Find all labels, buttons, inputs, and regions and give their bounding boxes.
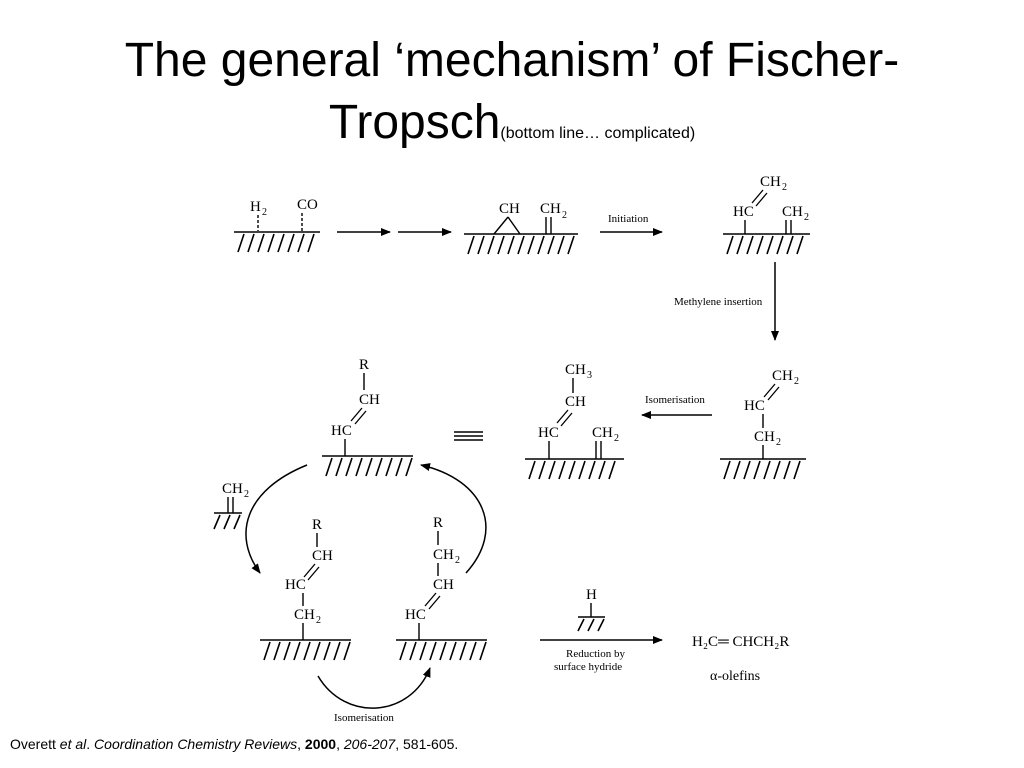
surface-ch-ch2: CH CH 2 (464, 201, 578, 255)
allyl-hc-label: HC (744, 398, 765, 414)
h2-subscript: 2 (262, 207, 267, 218)
ch-label: CH (499, 201, 520, 217)
citation-authors: Overett (10, 736, 60, 752)
methylene-ch2-subscript: 2 (244, 489, 249, 500)
citation-journal: Coordination Chemistry Reviews (94, 736, 298, 752)
metal-surface-7 (213, 512, 242, 530)
cycle-right-double-bond (424, 592, 441, 610)
citation-comma-1: , (297, 736, 305, 752)
surface-ch2-label: CH (782, 204, 803, 220)
metal-surface-1 (234, 231, 320, 253)
cycle-left-hc-label: HC (285, 577, 306, 593)
citation-year: 2000 (304, 736, 337, 752)
cycle-left-ch-label: CH (312, 548, 333, 564)
cycle-arrow-right (420, 463, 487, 574)
citation-period: . (86, 736, 95, 752)
alkenyl-r-label: R (359, 357, 369, 373)
cycle-right-ch2-subscript: 2 (455, 555, 460, 566)
metal-surface-8 (260, 639, 351, 661)
metal-surface-5 (525, 458, 624, 480)
co-adsorbate: CO (297, 197, 318, 231)
citation-et-al: et al (59, 736, 87, 752)
methylene-double-bond (227, 497, 234, 513)
surface-vinyl-ch2: CH 2 HC CH 2 (723, 174, 810, 255)
slide-title: The general ‘mechanism’ of Fischer- Trop… (0, 30, 1024, 165)
isomerisation-label-bottom: Isomerisation (334, 712, 394, 724)
cycle-right-hc-label: HC (405, 607, 426, 623)
ch2-double-bond (545, 217, 552, 234)
allyl-bottom-ch2-label: CH (754, 429, 775, 445)
metal-surface-10 (577, 616, 605, 632)
propenyl-ch3-subscript: 3 (587, 370, 592, 381)
cycle-left-double-bond (303, 563, 320, 581)
surface-allyl: CH 2 HC CH 2 (720, 368, 806, 480)
propenyl-ch-label: CH (565, 394, 586, 410)
surface-cycle-left: R CH HC CH 2 (260, 517, 351, 661)
cycle-right-ch2-label: CH (433, 547, 454, 563)
allyl-top-ch2-label: CH (772, 368, 793, 384)
metal-surface-4 (720, 458, 806, 480)
citation: Overett et al. Coordination Chemistry Re… (10, 736, 458, 752)
metal-surface-2 (464, 233, 578, 255)
cycle-left-ch2-subscript: 2 (316, 615, 321, 626)
metal-surface-3 (723, 233, 810, 255)
propenyl-double-bond (556, 409, 573, 427)
allyl-bottom-ch2-subscript: 2 (776, 437, 781, 448)
title-line-1: The general ‘mechanism’ of Fischer- (124, 34, 900, 87)
surface-ch2-subscript: 2 (804, 212, 809, 223)
propenyl-surface-ch2-subscript: 2 (614, 433, 619, 444)
alkenyl-ch-label: CH (359, 392, 380, 408)
alkenyl-hc-label: HC (331, 423, 352, 439)
h2-label: H (250, 199, 261, 215)
reduction-label-line-2: surface hydride (554, 661, 622, 673)
ch-bridging-bonds (493, 216, 521, 235)
surface-ch2-double-bond (785, 220, 792, 234)
citation-comma-2: , (336, 736, 344, 752)
surface-h2-co: H 2 CO (234, 197, 320, 253)
cycle-left-ch2-label: CH (294, 607, 315, 623)
vinyl-hc-label: HC (733, 204, 754, 220)
cycle-right-ch-label: CH (433, 577, 454, 593)
vinyl-ch2-subscript: 2 (782, 182, 787, 193)
equivalence-symbol (454, 431, 483, 441)
surface-alkenyl: R CH HC (322, 357, 413, 477)
hydride-h-label: H (586, 587, 597, 603)
title-tropsch: Tropsch (328, 96, 501, 149)
cycle-right-r-label: R (433, 515, 443, 531)
allyl-top-ch2-subscript: 2 (794, 376, 799, 387)
surface-cycle-right: R CH 2 CH HC (396, 515, 487, 661)
title-line-2: Tropsch(bottom line… complicated) (0, 92, 1024, 165)
h2-adsorbate: H 2 (250, 199, 267, 231)
propenyl-surface-ch2-double-bond (595, 441, 602, 459)
ch2-label: CH (540, 201, 561, 217)
methylene-insertion-label: Methylene insertion (674, 296, 763, 308)
methylene-ch2-label: CH (222, 481, 243, 497)
allyl-double-bond (763, 383, 780, 401)
surface-methylene: CH 2 (213, 481, 249, 530)
alpha-olefins-label: α-olefins (710, 669, 760, 684)
reduction-label-line-1: Reduction by (566, 648, 625, 660)
initiation-label: Initiation (608, 213, 649, 225)
propenyl-hc-label: HC (538, 425, 559, 441)
cycle-arrow-left (245, 464, 308, 574)
isomerisation-label-top: Isomerisation (645, 394, 705, 406)
metal-surface-9 (396, 639, 487, 661)
citation-volume: 206-207 (343, 736, 396, 752)
vinyl-double-bond (751, 189, 768, 207)
cycle-left-r-label: R (312, 517, 322, 533)
surface-hydride: H (577, 587, 605, 632)
title-note: (bottom line… complicated) (500, 125, 696, 142)
surface-propenyl: CH 3 CH HC CH 2 (525, 362, 624, 480)
ch2-subscript: 2 (562, 210, 567, 221)
citation-pages: , 581-605. (395, 736, 459, 752)
cycle-arrow-bottom (317, 667, 431, 709)
olefin-formula: H₂C═ CHCH₂R (692, 634, 789, 650)
alkenyl-double-bond (350, 407, 367, 425)
propenyl-surface-ch2-label: CH (592, 425, 613, 441)
metal-surface-6 (322, 455, 413, 477)
co-label: CO (297, 197, 318, 213)
vinyl-ch2-label: CH (760, 174, 781, 190)
propenyl-ch3-label: CH (565, 362, 586, 378)
